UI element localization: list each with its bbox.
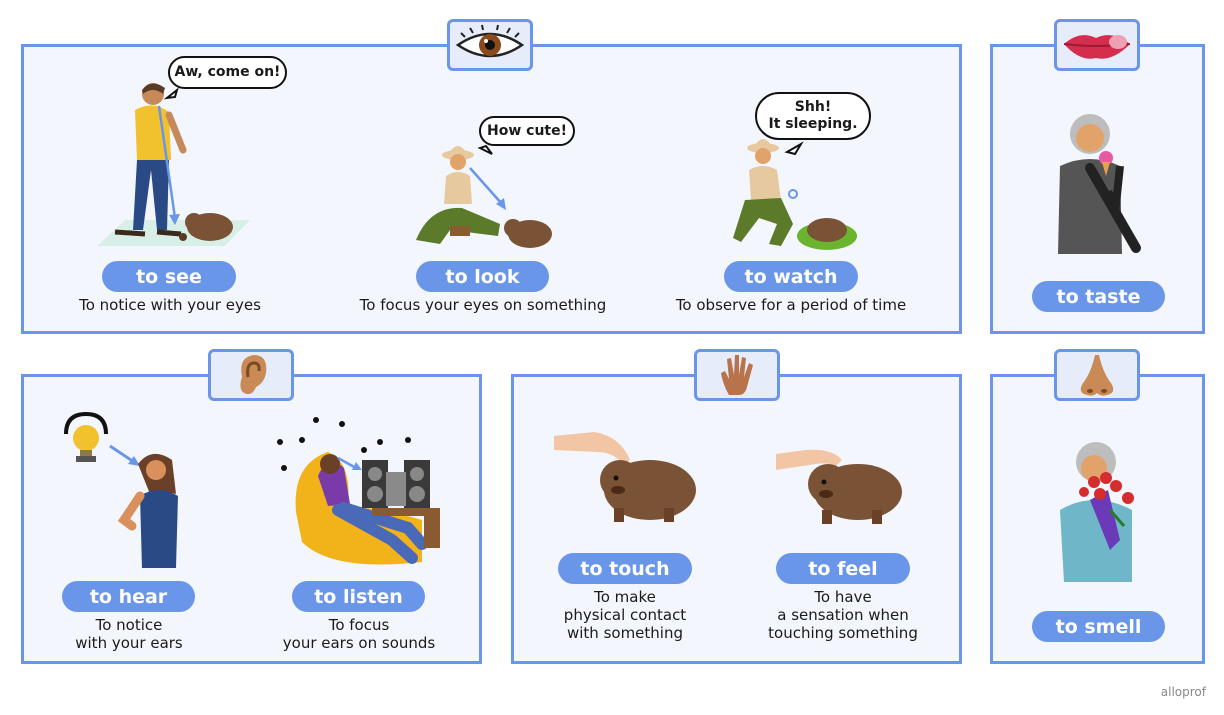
to-touch-desc-line1: To make xyxy=(594,588,656,606)
sight-icon-tab xyxy=(447,19,533,71)
music-notes-icon xyxy=(277,417,411,471)
look-bubble-text: How cute! xyxy=(487,122,567,139)
to-feel-desc-line3: touching something xyxy=(768,624,918,642)
taste-icon-tab xyxy=(1054,19,1140,71)
see-speech-bubble: Aw, come on! xyxy=(168,56,287,89)
look-speech-bubble: How cute! xyxy=(479,116,575,146)
watch-bubble-line2: It sleeping. xyxy=(768,116,858,132)
to-hear-desc-line1: To notice xyxy=(95,616,163,634)
see-illustration xyxy=(97,83,250,246)
hearing-icon-tab xyxy=(208,349,294,401)
to-hear-description: To notice with your ears xyxy=(50,616,208,652)
to-taste-button[interactable]: to taste xyxy=(1032,281,1165,312)
ear-icon xyxy=(240,355,267,395)
touch-icon-tab xyxy=(694,349,780,401)
eye-icon xyxy=(455,24,525,58)
lips-icon xyxy=(1063,35,1131,59)
feel-illustration xyxy=(776,449,902,524)
hear-illustration xyxy=(64,412,178,568)
see-bubble-text: Aw, come on! xyxy=(174,64,281,80)
to-touch-button[interactable]: to touch xyxy=(558,553,692,584)
to-listen-description: To focus your ears on sounds xyxy=(272,616,446,652)
to-look-description: To focus your eyes on something xyxy=(359,296,607,314)
to-touch-desc-line2: physical contact xyxy=(563,606,687,624)
smell-icon-tab xyxy=(1054,349,1140,401)
to-feel-button[interactable]: to feel xyxy=(776,553,910,584)
look-illustration xyxy=(416,144,552,248)
to-watch-button[interactable]: to watch xyxy=(724,261,858,292)
to-touch-description: To make physical contact with something xyxy=(540,588,710,642)
watch-speech-bubble: Shh! It sleeping. xyxy=(755,92,871,140)
to-hear-button[interactable]: to hear xyxy=(62,581,195,612)
to-hear-desc-line2: with your ears xyxy=(75,634,183,652)
to-see-button[interactable]: to see xyxy=(102,261,236,292)
hand-icon xyxy=(721,355,753,395)
to-listen-desc-line2: your ears on sounds xyxy=(282,634,436,652)
to-listen-desc-line1: To focus xyxy=(328,616,390,634)
brand-logo: alloprof xyxy=(1160,685,1206,699)
watch-bubble-line1: Shh! xyxy=(794,99,832,115)
nose-icon xyxy=(1080,355,1114,396)
to-feel-desc-line1: To have xyxy=(814,588,872,606)
to-look-button[interactable]: to look xyxy=(416,261,549,292)
smell-illustration xyxy=(1060,442,1134,582)
to-smell-button[interactable]: to smell xyxy=(1032,611,1165,642)
taste-illustration xyxy=(1058,114,1141,254)
rose-bouquet-icon xyxy=(1079,472,1134,504)
to-see-description: To notice with your eyes xyxy=(79,296,261,314)
to-listen-button[interactable]: to listen xyxy=(292,581,425,612)
to-watch-description: To observe for a period of time xyxy=(675,296,907,314)
listen-illustration xyxy=(277,417,440,565)
watch-illustration xyxy=(733,139,857,250)
to-feel-description: To have a sensation when touching someth… xyxy=(752,588,934,642)
touch-illustration xyxy=(554,432,696,522)
to-feel-desc-line2: a sensation when xyxy=(777,606,909,624)
to-touch-desc-line3: with something xyxy=(566,624,683,642)
